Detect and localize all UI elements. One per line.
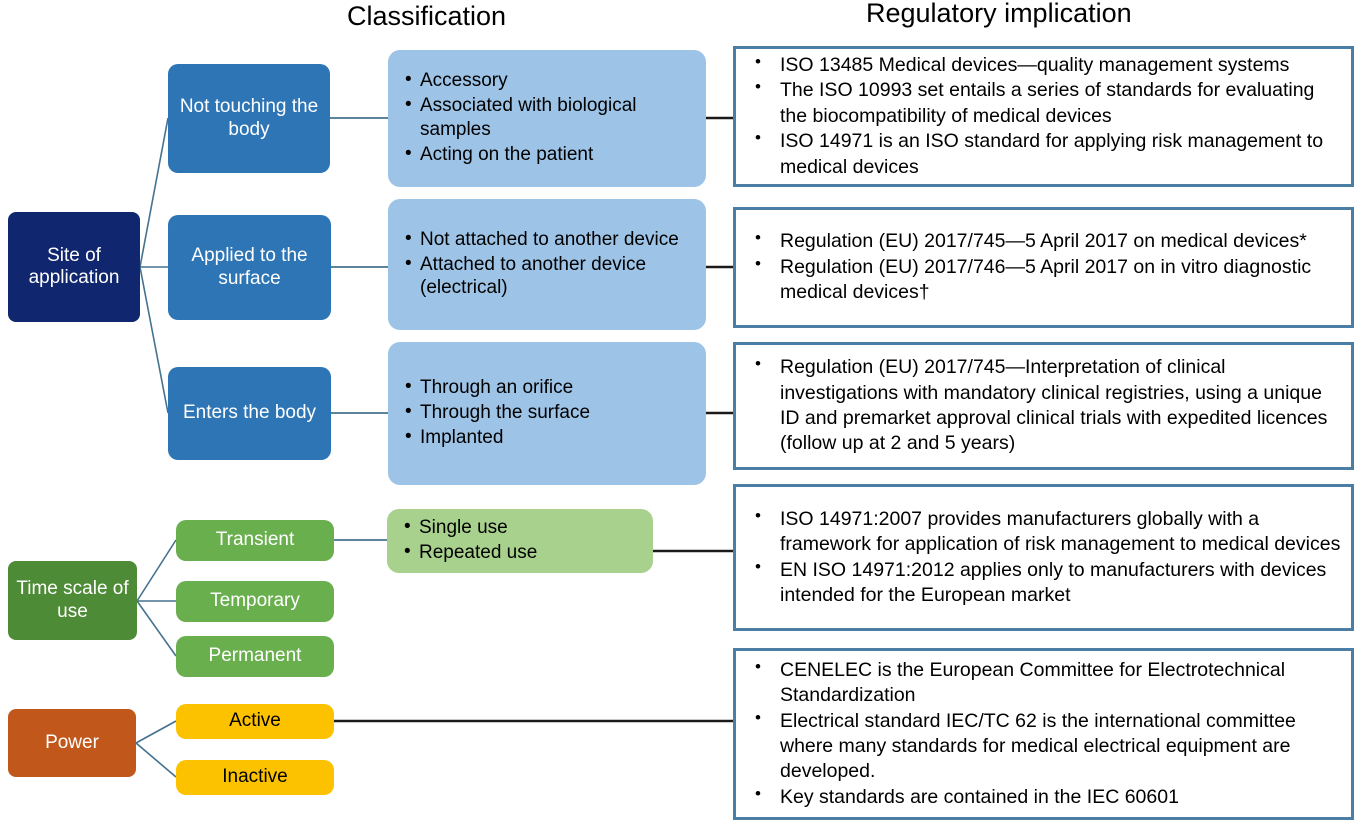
list-item: Repeated use xyxy=(404,540,641,565)
regulatory-list-applied-surface: Regulation (EU) 2017/745—5 April 2017 on… xyxy=(748,227,1341,306)
category-node-transient[interactable]: Transient xyxy=(176,520,334,561)
category-node-enters-the-body[interactable]: Enters the body xyxy=(168,367,331,460)
list-item: Regulation (EU) 2017/746—5 April 2017 on… xyxy=(755,253,1341,306)
list-item: ISO 13485 Medical devices—quality manage… xyxy=(755,51,1341,78)
list-item: Through an orifice xyxy=(405,375,694,400)
category-node-active[interactable]: Active xyxy=(176,704,334,739)
regulatory-box-applied-to-the-surface: Regulation (EU) 2017/745—5 April 2017 on… xyxy=(733,207,1354,328)
list-item: Electrical standard IEC/TC 62 is the int… xyxy=(755,707,1341,785)
column-title-classification: Classification xyxy=(347,1,507,31)
regulatory-box-power: CENELEC is the European Committee for El… xyxy=(733,648,1354,820)
regulatory-box-enters-the-body: Regulation (EU) 2017/745—Interpretation … xyxy=(733,342,1354,470)
list-item: Through the surface xyxy=(405,400,694,425)
list-item: Regulation (EU) 2017/745—5 April 2017 on… xyxy=(755,227,1341,254)
list-item: ISO 14971 is an ISO standard for applyin… xyxy=(755,127,1341,180)
list-item: The ISO 10993 set entails a series of st… xyxy=(755,76,1341,129)
list-item: Regulation (EU) 2017/745—Interpretation … xyxy=(755,353,1341,456)
regulatory-list-time-scale: ISO 14971:2007 provides manufacturers gl… xyxy=(748,505,1341,609)
regulatory-list-enters-body: Regulation (EU) 2017/745—Interpretation … xyxy=(748,353,1341,456)
category-node-inactive[interactable]: Inactive xyxy=(176,760,334,795)
classification-box-enters-the-body: Through an orifice Through the surface I… xyxy=(388,342,706,485)
category-node-applied-to-the-surface[interactable]: Applied to the surface xyxy=(168,215,331,320)
classification-list-not-touching: Accessory Associated with biological sam… xyxy=(402,68,694,168)
list-item: CENELEC is the European Committee for El… xyxy=(755,656,1341,709)
category-node-permanent[interactable]: Permanent xyxy=(176,636,334,677)
list-item: Key standards are contained in the IEC 6… xyxy=(755,783,1341,810)
category-node-not-touching-the-body[interactable]: Not touching the body xyxy=(168,64,330,173)
list-item: Single use xyxy=(404,515,641,540)
list-item: Implanted xyxy=(405,425,694,450)
root-node-power[interactable]: Power xyxy=(8,709,136,777)
classification-box-transient: Single use Repeated use xyxy=(387,509,653,573)
column-title-regulatory-implication: Regulatory implication xyxy=(866,0,1132,28)
list-item: Not attached to another device xyxy=(405,227,694,252)
regulatory-list-power: CENELEC is the European Committee for El… xyxy=(748,656,1341,810)
list-item: ISO 14971:2007 provides manufacturers gl… xyxy=(755,505,1341,558)
classification-box-applied-to-the-surface: Not attached to another device Attached … xyxy=(388,199,706,330)
list-item: Attached to another device (electrical) xyxy=(405,252,694,301)
list-item: Accessory xyxy=(405,68,694,93)
list-item: Associated with biological samples xyxy=(405,93,694,142)
classification-list-transient: Single use Repeated use xyxy=(401,515,641,566)
classification-box-not-touching-the-body: Accessory Associated with biological sam… xyxy=(388,50,706,187)
classification-list-applied-surface: Not attached to another device Attached … xyxy=(402,227,694,302)
category-node-temporary[interactable]: Temporary xyxy=(176,581,334,622)
root-node-time-scale-of-use[interactable]: Time scale of use xyxy=(8,561,137,640)
classification-list-enters-body: Through an orifice Through the surface I… xyxy=(402,375,694,451)
regulatory-box-not-touching-the-body: ISO 13485 Medical devices—quality manage… xyxy=(733,46,1354,187)
list-item: EN ISO 14971:2012 applies only to manufa… xyxy=(755,556,1341,609)
regulatory-list-not-touching: ISO 13485 Medical devices—quality manage… xyxy=(748,51,1341,180)
list-item: Acting on the patient xyxy=(405,142,694,167)
root-node-site-of-application[interactable]: Site of application xyxy=(8,212,140,322)
regulatory-box-time-scale-of-use: ISO 14971:2007 provides manufacturers gl… xyxy=(733,484,1354,631)
